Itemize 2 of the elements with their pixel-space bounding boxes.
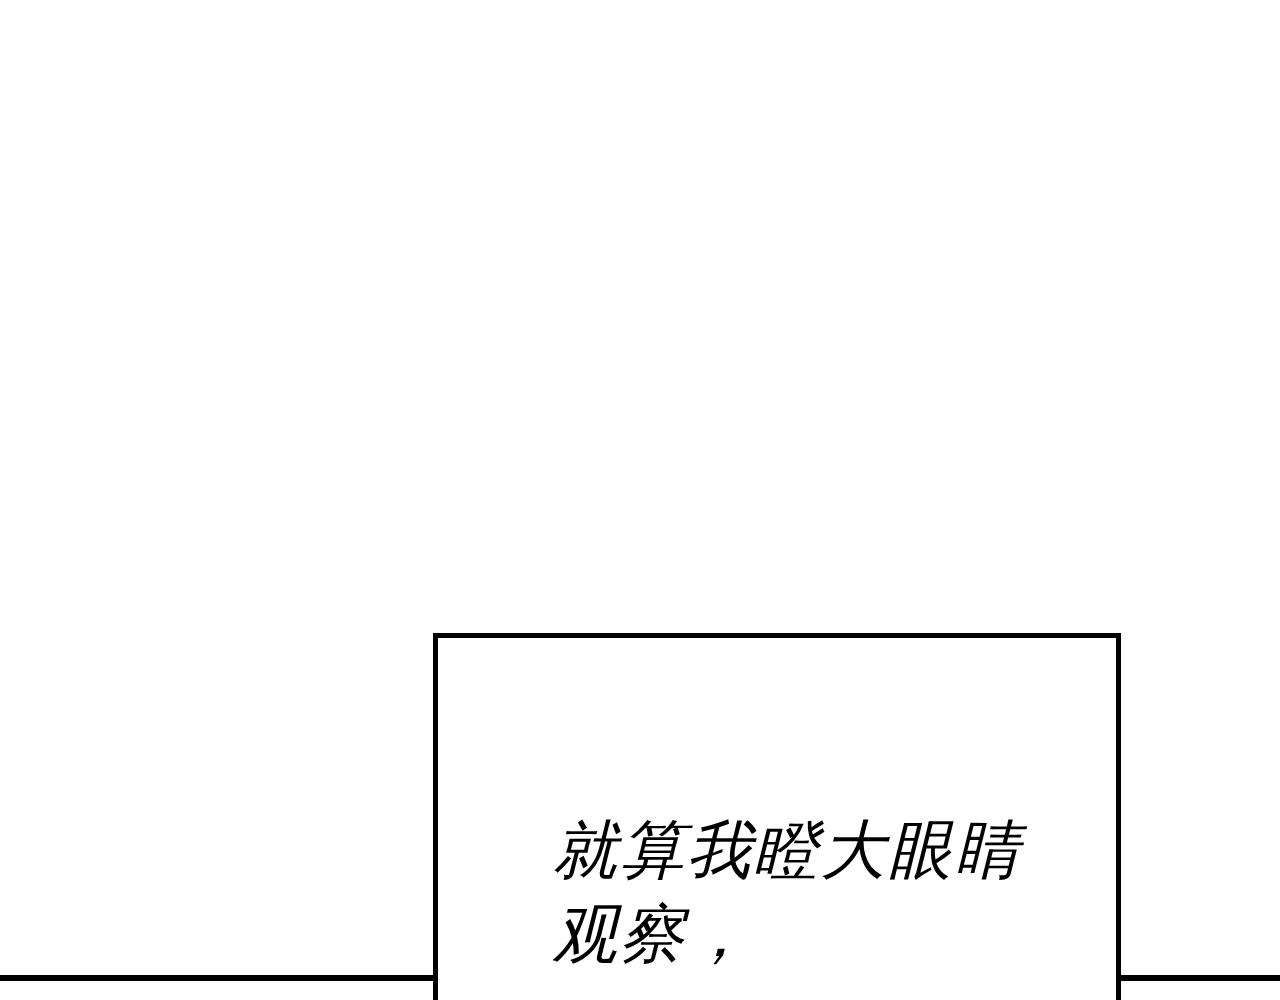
caption-box — [433, 633, 1121, 1000]
caption-text: 就算我瞪大眼睛观察， — [553, 808, 1053, 976]
